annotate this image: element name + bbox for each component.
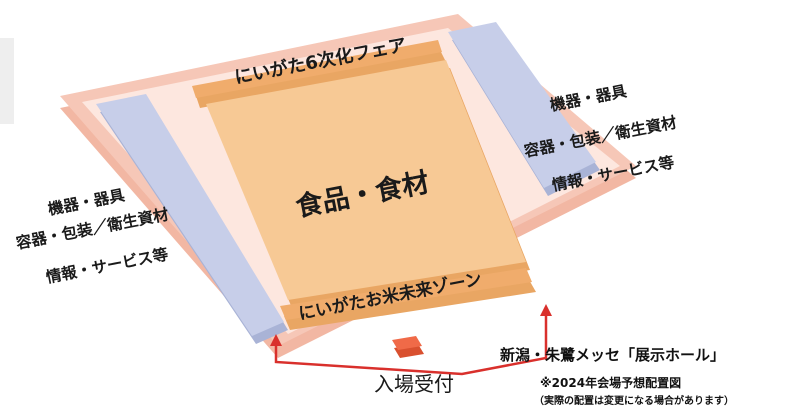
- subnote-caption: （実際の配置は変更になる場合があります）: [534, 396, 734, 407]
- arrow-head-left: [270, 334, 282, 346]
- venue-caption: 新潟・朱鷺メッセ「展示ホール」: [500, 346, 726, 364]
- note-caption: ※2024年会場予想配置図: [540, 376, 682, 390]
- bottom-strip: [280, 268, 532, 320]
- right-zone: [448, 22, 596, 188]
- center-zone: [206, 60, 526, 300]
- entrance-block: [392, 336, 422, 350]
- entrance-label: 入場受付: [374, 372, 454, 396]
- top-strip: [192, 40, 442, 98]
- entrance-route: [274, 310, 548, 376]
- left-zone: [96, 94, 284, 336]
- arrow-head-right: [540, 304, 552, 316]
- top-strip-edge: [196, 50, 446, 108]
- corner-shade: [0, 38, 14, 124]
